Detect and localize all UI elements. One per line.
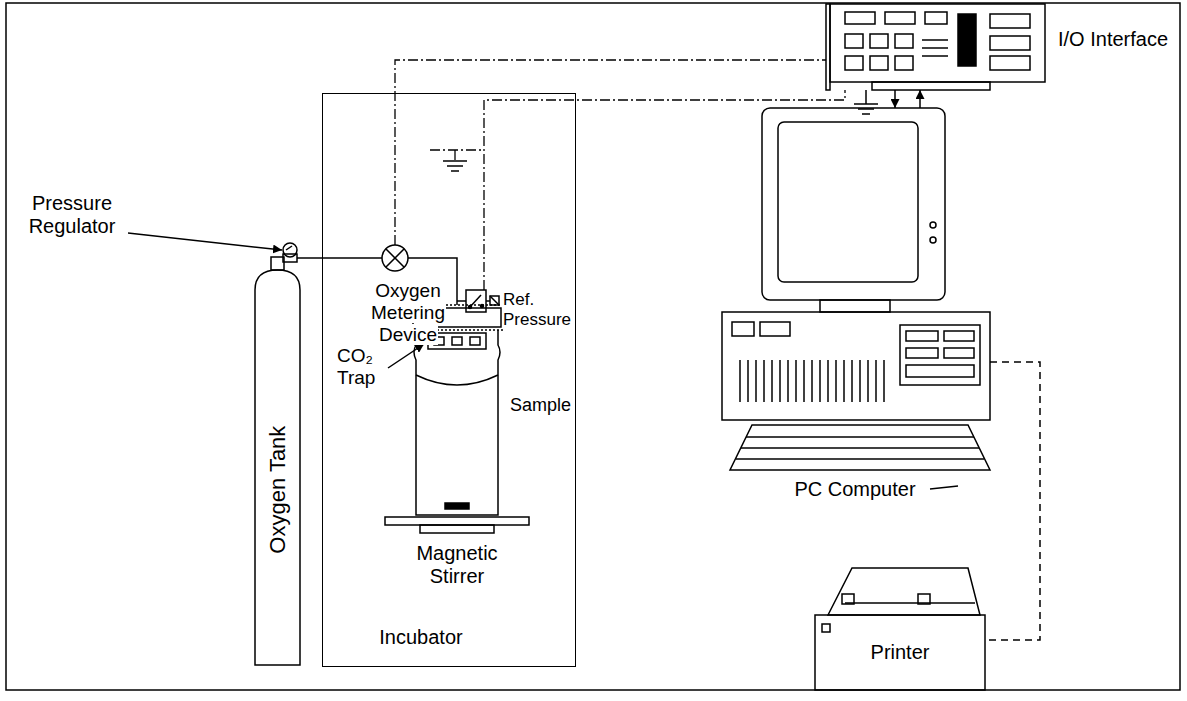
part-label: CO₂ Trap — [336, 345, 388, 389]
node-label: Printer — [871, 641, 930, 664]
leader-line — [128, 233, 282, 250]
magnetic-stirrer — [385, 517, 529, 533]
printer-art — [815, 568, 985, 690]
label-holder: Sample — [509, 395, 575, 416]
tank-valve — [271, 257, 284, 270]
leader-line — [930, 486, 958, 489]
node-label: Incubator — [379, 626, 462, 649]
connector — [919, 90, 921, 108]
label-holder: Oxygen Metering Device — [362, 280, 454, 346]
part-label: Pressure Regulator — [16, 192, 128, 238]
part-label: Sample — [509, 395, 575, 416]
computer-art — [722, 108, 990, 470]
printer: Printer — [815, 565, 985, 690]
connector — [894, 90, 896, 108]
ground-symbol — [443, 161, 467, 171]
interface-card-art — [826, 4, 1045, 90]
node-label: Oxygen Tank — [265, 426, 290, 554]
gas-line — [297, 257, 382, 259]
computer: PC Computer — [722, 108, 990, 505]
interface-card: I/O Interface — [830, 4, 1045, 90]
label-holder: Magnetic Stirrer — [401, 542, 513, 588]
label-holder: Pressure Regulator — [16, 192, 128, 238]
gas-line — [457, 300, 466, 302]
node-label: PC Computer — [794, 478, 915, 501]
part-label: Ref. Pressure — [502, 290, 574, 329]
pressure-regulator — [283, 243, 297, 262]
metering-device — [382, 245, 408, 271]
label-holder: Ref. Pressure — [502, 290, 574, 329]
tank-outline — [255, 270, 300, 665]
ground-symbol — [854, 90, 878, 114]
node-label: I/O Interface — [1058, 28, 1168, 51]
part-label: Magnetic Stirrer — [401, 542, 513, 588]
part-label: Oxygen Metering Device — [362, 280, 454, 346]
frame — [6, 3, 1180, 690]
connector — [985, 362, 1040, 640]
leader-line — [388, 344, 424, 368]
label-holder: CO₂ Trap — [336, 345, 388, 389]
gas-cylinder: Oxygen Tank — [255, 265, 300, 665]
